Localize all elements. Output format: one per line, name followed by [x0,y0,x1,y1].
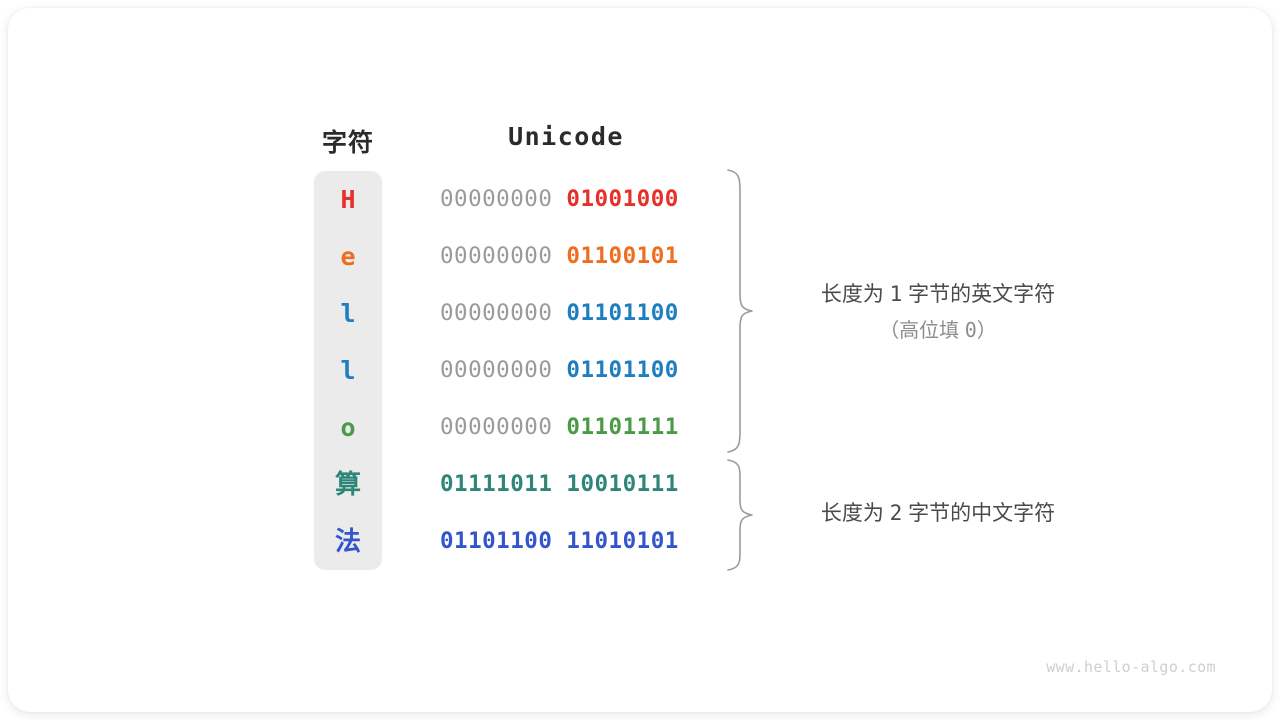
unicode-bits: 00000000 01100101 [440,228,694,285]
low-byte: 01101111 [566,414,679,440]
char-glyph: o [340,413,356,442]
column-header-unicode: Unicode [508,122,624,151]
high-byte: 01101100 [440,528,553,554]
char-column-panel [314,171,382,570]
unicode-bits: 01111011 10010111 [440,456,694,513]
table-row: H 00000000 01001000 [314,171,694,228]
char-glyph: 算 [334,469,361,499]
annotation-ascii-sub: （高位填 0） [793,314,1083,343]
unicode-bits: 00000000 01101100 [440,285,694,342]
low-byte: 01101100 [566,357,679,383]
watermark: www.hello-algo.com [1046,658,1216,676]
figure-card: 字符 Unicode H 00000000 01001000 e 0000000… [8,8,1272,712]
unicode-bits: 00000000 01101111 [440,399,694,456]
annotation-cjk-before: 长度为 [820,502,890,525]
unicode-bits: 00000000 01001000 [440,171,694,228]
low-byte: 01101100 [566,300,679,326]
brace-cjk-icon [727,459,753,571]
column-header-char: 字符 [321,129,374,157]
low-byte: 01100101 [566,243,679,269]
high-byte: 00000000 [440,243,553,269]
table-row: l 00000000 01101100 [314,285,694,342]
high-byte: 00000000 [440,300,553,326]
table-row: o 00000000 01101111 [314,399,694,456]
table-row: l 00000000 01101100 [314,342,694,399]
char-glyph: e [340,242,356,271]
table-row: e 00000000 01100101 [314,228,694,285]
annotation-ascii-sub-number: 0 [964,318,977,342]
low-byte: 01001000 [566,186,679,212]
char-glyph: H [340,185,356,214]
unicode-bits: 01101100 11010101 [440,513,694,570]
annotation-ascii-sub-after: ） [976,320,997,342]
char-glyph: l [340,299,356,328]
low-byte: 10010111 [566,471,679,497]
brace-ascii-icon [727,169,753,453]
high-byte: 00000000 [440,186,553,212]
annotation-ascii-before: 长度为 [820,283,890,306]
annotation-cjk-after: 字节的中文字符 [902,502,1056,525]
char-glyph: 法 [334,526,361,556]
unicode-bits: 00000000 01101100 [440,342,694,399]
annotation-ascii-number: 1 [889,282,903,306]
high-byte: 00000000 [440,357,553,383]
annotation-ascii-after: 字节的英文字符 [902,283,1056,306]
annotation-ascii-sub-before: （高位填 [879,320,965,342]
high-byte: 01111011 [440,471,553,497]
annotation-cjk: 长度为 2 字节的中文字符 [793,497,1083,527]
table-row: 法 01101100 11010101 [314,513,694,570]
annotation-ascii: 长度为 1 字节的英文字符 [793,278,1083,308]
table-row: 算 01111011 10010111 [314,456,694,513]
char-glyph: l [340,356,356,385]
high-byte: 00000000 [440,414,553,440]
annotation-cjk-number: 2 [889,501,903,525]
low-byte: 11010101 [566,528,679,554]
